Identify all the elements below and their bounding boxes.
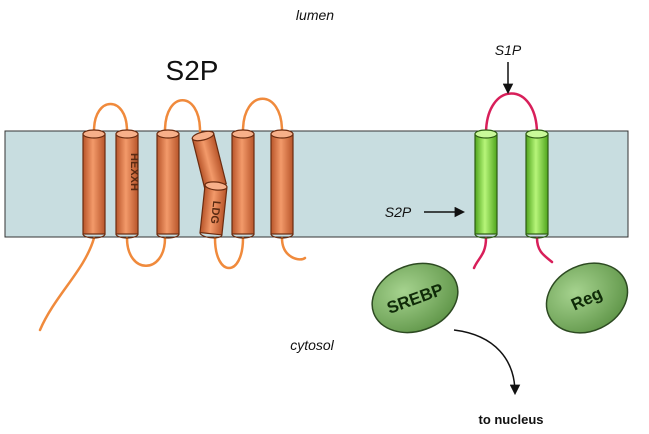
hexxh-motif-label: HEXXH bbox=[128, 153, 140, 191]
ldg-motif-label: LDG bbox=[208, 200, 222, 224]
srebp-tether bbox=[472, 236, 488, 270]
s2p-helix-3 bbox=[156, 129, 180, 239]
s2p-helix-4-kinked: LDG bbox=[191, 130, 228, 239]
s2p-helix-5 bbox=[231, 129, 255, 239]
s2p-helix-2: HEXXH bbox=[115, 129, 140, 239]
to-nucleus-label: to nucleus bbox=[478, 412, 543, 427]
srebp-helix-1 bbox=[474, 129, 498, 239]
srebp-luminal-loop bbox=[484, 92, 539, 136]
membrane-band bbox=[4, 130, 629, 238]
s2p-luminal-loop-1 bbox=[92, 102, 129, 133]
s2p-cytosolic-loop-2 bbox=[213, 236, 245, 270]
s2p-c-terminus bbox=[280, 236, 307, 261]
s1p-site-label: S1P bbox=[495, 42, 522, 58]
s2p-cytosolic-loop-1 bbox=[125, 236, 167, 267]
reg-tether bbox=[535, 236, 554, 264]
s2p-title: S2P bbox=[166, 55, 219, 86]
srebp-helix-2 bbox=[525, 129, 549, 239]
s2p-n-terminus bbox=[38, 236, 96, 332]
s2p-helix-1 bbox=[82, 129, 106, 239]
s2p-site-label: S2P bbox=[385, 204, 412, 220]
lumen-label: lumen bbox=[296, 7, 334, 23]
s2p-helix-6 bbox=[270, 129, 294, 239]
to-nucleus-arrow bbox=[453, 329, 521, 396]
cytosol-label: cytosol bbox=[290, 337, 334, 353]
s2p-loops bbox=[38, 97, 307, 332]
s2p-luminal-loop-2 bbox=[163, 99, 202, 133]
s2p-luminal-loop-3 bbox=[241, 97, 284, 133]
srebp-domain: SREBP bbox=[371, 262, 459, 334]
reg-domain: Reg bbox=[545, 262, 629, 334]
